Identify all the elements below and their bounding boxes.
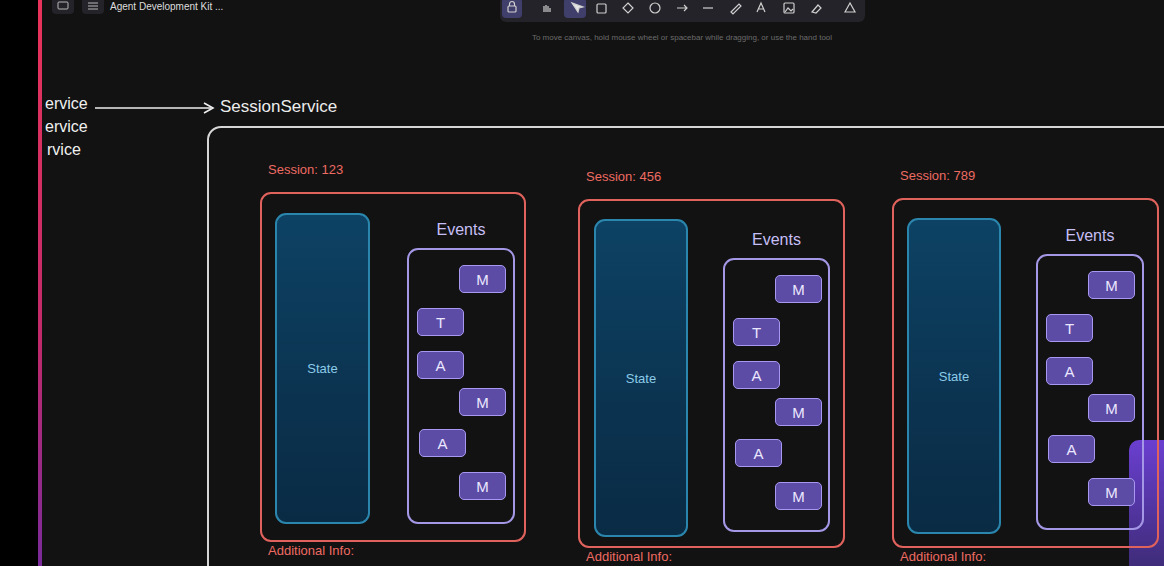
- service-box: SessionServiceSession: 123Additional Inf…: [207, 126, 1164, 566]
- event-letter: A: [1066, 441, 1076, 458]
- event-letter: A: [751, 367, 761, 384]
- event-letter: T: [752, 324, 761, 341]
- service-label: ervice: [45, 118, 88, 136]
- event-chip: T: [733, 318, 780, 346]
- toolbar: [500, 0, 865, 22]
- state-box: State: [907, 218, 1001, 534]
- event-chip: M: [1088, 478, 1135, 506]
- state-label: State: [626, 371, 656, 386]
- service-title: SessionService: [220, 97, 337, 117]
- hamburger-icon: [88, 3, 98, 9]
- additional-info-label: Additional Info:: [900, 550, 986, 564]
- event-chip: M: [775, 482, 822, 510]
- events-heading: Events: [725, 231, 828, 249]
- event-letter: M: [792, 488, 805, 505]
- arrow: [95, 103, 213, 113]
- event-chip: M: [775, 275, 822, 303]
- menu-button: [52, 0, 74, 14]
- session-label: Session: 456: [586, 169, 661, 184]
- accent-bar: [38, 0, 42, 566]
- event-letter: M: [1105, 277, 1118, 294]
- event-chip: M: [775, 398, 822, 426]
- session-box: Session: 123Additional Info:StateEventsM…: [260, 192, 526, 542]
- session-label: Session: 123: [268, 162, 343, 177]
- event-letter: M: [792, 404, 805, 421]
- event-letter: M: [792, 281, 805, 298]
- additional-info-label: Additional Info:: [586, 550, 672, 564]
- event-letter: A: [435, 357, 445, 374]
- event-chip: A: [1048, 435, 1095, 463]
- event-letter: A: [1064, 363, 1074, 380]
- event-letter: A: [437, 435, 447, 452]
- event-letter: M: [476, 271, 489, 288]
- events-heading: Events: [409, 221, 513, 239]
- event-letter: T: [1065, 320, 1074, 337]
- event-chip: A: [733, 361, 780, 389]
- event-chip: M: [459, 472, 506, 500]
- event-letter: A: [753, 445, 763, 462]
- event-chip: A: [417, 351, 464, 379]
- session-label: Session: 789: [900, 168, 975, 183]
- event-chip: M: [459, 265, 506, 293]
- button-icon: [58, 2, 68, 9]
- service-label: ervice: [45, 95, 88, 113]
- event-chip: A: [735, 439, 782, 467]
- event-chip: T: [1046, 314, 1093, 342]
- service-label: rvice: [47, 141, 81, 159]
- event-chip: A: [419, 429, 466, 457]
- event-chip: M: [459, 388, 506, 416]
- state-label: State: [307, 361, 337, 376]
- hint-text: To move canvas, hold mouse wheel or spac…: [532, 33, 832, 42]
- events-box: EventsMTAMAM: [723, 258, 830, 532]
- additional-info-label: Additional Info:: [268, 544, 354, 558]
- event-letter: M: [476, 478, 489, 495]
- event-letter: M: [476, 394, 489, 411]
- session-box: Session: 456Additional Info:StateEventsM…: [578, 199, 845, 548]
- event-letter: T: [436, 314, 445, 331]
- events-box: EventsMTAMAM: [1036, 254, 1144, 530]
- document-title: Agent Development Kit ...: [110, 1, 223, 12]
- event-chip: M: [1088, 394, 1135, 422]
- state-label: State: [939, 369, 969, 384]
- state-box: State: [275, 213, 370, 524]
- session-box: Session: 789Additional Info:StateEventsM…: [892, 198, 1159, 548]
- event-chip: M: [1088, 271, 1135, 299]
- menu-button: [82, 0, 104, 14]
- event-letter: M: [1105, 484, 1118, 501]
- state-box: State: [594, 219, 688, 537]
- events-heading: Events: [1038, 227, 1142, 245]
- left-margin: [0, 0, 38, 566]
- event-chip: T: [417, 308, 464, 336]
- events-box: EventsMTAMAM: [407, 248, 515, 524]
- event-chip: A: [1046, 357, 1093, 385]
- event-letter: M: [1105, 400, 1118, 417]
